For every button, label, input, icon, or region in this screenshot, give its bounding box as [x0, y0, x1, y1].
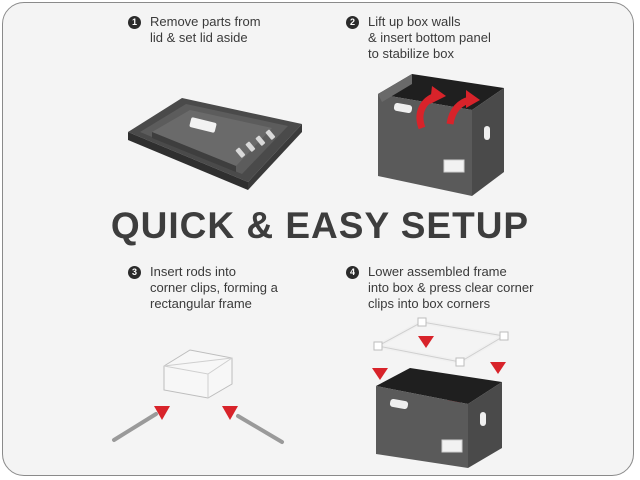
step-1: 1 Remove parts from lid & set lid aside [128, 14, 261, 46]
step-3-text: Insert rods into corner clips, forming a… [150, 264, 278, 312]
step-2-line-2: & insert bottom panel [368, 30, 491, 45]
frame-into-box-illustration [372, 317, 510, 468]
headline: QUICK & EASY SETUP [110, 205, 530, 246]
step-4-text: Lower assembled frame into box & press c… [368, 264, 533, 312]
handle-cutout-icon [189, 117, 217, 133]
step-3-line-2: corner clips, forming a [150, 280, 278, 295]
step-1-text: Remove parts from lid & set lid aside [150, 14, 261, 46]
step-3-line-3: rectangular frame [150, 296, 252, 311]
step-3: 3 Insert rods into corner clips, forming… [128, 264, 278, 312]
down-arrow-1 [372, 368, 388, 380]
step-2-line-3: to stabilize box [368, 46, 454, 61]
step-3-line-1: Insert rods into [150, 264, 236, 279]
down-arrow-left [154, 406, 170, 420]
step-4-line-1: Lower assembled frame [368, 264, 507, 279]
lid-with-parts-illustration [128, 98, 302, 190]
open-box-illustration [378, 74, 504, 196]
step-4-line-2: into box & press clear corner [368, 280, 534, 295]
step-1-line-1: Remove parts from [150, 14, 261, 29]
step-2-line-1: Lift up box walls [368, 14, 461, 29]
down-arrow-right [222, 406, 238, 420]
step-1-number-badge: 1 [128, 16, 141, 29]
box-side-handle-icon [484, 126, 490, 140]
step-2-text: Lift up box walls & insert bottom panel … [368, 14, 491, 62]
step-1-line-2: lid & set lid aside [150, 30, 248, 45]
box-handle-icon [393, 102, 413, 114]
down-arrow-3 [490, 362, 506, 374]
step-2-number-badge: 2 [346, 16, 359, 29]
rod-right [236, 414, 284, 444]
rod-left [112, 412, 158, 442]
label-holder-icon [443, 159, 465, 173]
down-arrow-2 [418, 336, 434, 348]
step-2: 2 Lift up box walls & insert bottom pane… [346, 14, 491, 62]
corner-clip-rods-illustration [112, 349, 284, 444]
step-4: 4 Lower assembled frame into box & press… [346, 264, 533, 312]
step-3-number-badge: 3 [128, 266, 141, 279]
step-4-number-badge: 4 [346, 266, 359, 279]
step-4-line-3: clips into box corners [368, 296, 491, 311]
instruction-card [2, 2, 634, 476]
